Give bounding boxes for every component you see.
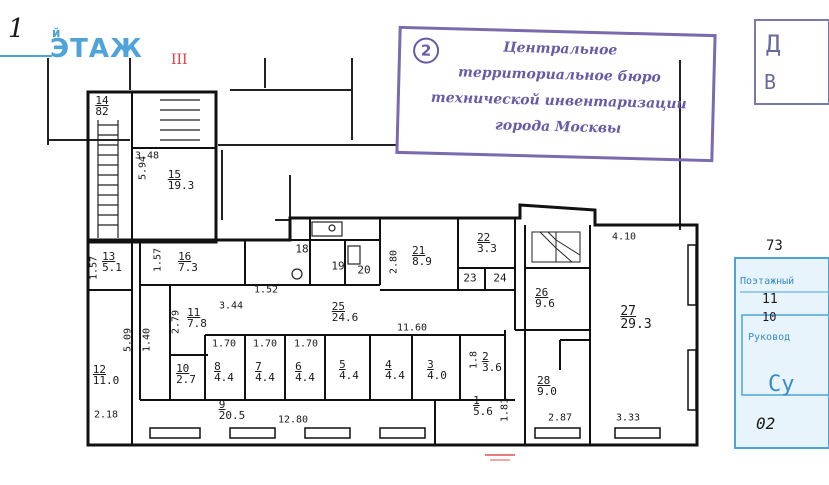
floor-number: 1 xyxy=(8,14,25,44)
stamp-line-1: Центральное xyxy=(502,39,618,59)
edge-cy: Су xyxy=(768,372,795,397)
dim-279: 2.79 xyxy=(170,309,182,335)
dim-181: 1.81 xyxy=(499,397,511,423)
dim-218: 2.18 xyxy=(93,409,119,421)
edge-letter-v: В xyxy=(764,70,777,94)
dim-344: 3.44 xyxy=(218,300,244,312)
dim-333: 3.33 xyxy=(615,412,641,424)
edge-line-02: 02 xyxy=(756,414,776,433)
edge-number-73: 73 xyxy=(766,238,783,254)
bti-stamp: 2 Центральное территориальное бюро техни… xyxy=(395,25,717,163)
dim-280: 2.80 xyxy=(388,249,400,275)
edge-line-10: 10 xyxy=(762,310,777,324)
room-19: 19 xyxy=(331,259,345,273)
dim-170-b: 1.70 xyxy=(252,338,278,350)
dim-170-c: 1.70 xyxy=(293,338,319,350)
dim-348: 3.48 xyxy=(134,150,160,162)
room-18: 18 xyxy=(295,242,309,256)
dim-594: 5.94 xyxy=(137,155,149,181)
dim-157-a: 1.57 xyxy=(88,255,100,281)
room-24: 24 xyxy=(493,271,507,285)
edge-line-11: 11 xyxy=(762,292,778,307)
dim-1160: 11.60 xyxy=(396,322,428,334)
dim-410: 4.10 xyxy=(611,231,637,243)
edge-letter-d: Д xyxy=(766,30,781,58)
dim-157-b: 1.57 xyxy=(152,247,164,273)
dim-152: 1.52 xyxy=(253,284,279,296)
dim-509: 5.09 xyxy=(122,327,134,353)
dim-287: 2.87 xyxy=(547,412,573,424)
roman-mark: III xyxy=(171,52,188,68)
blue-stamp-header: Поэтажный xyxy=(740,276,795,287)
dim-170-a: 1.70 xyxy=(211,338,237,350)
dim-1280: 12.80 xyxy=(277,414,309,426)
room-20: 20 xyxy=(357,263,371,277)
stamp-line-2: территориальное бюро xyxy=(457,64,662,86)
floor-title-superscript: й xyxy=(52,26,61,40)
edge-rukov: Руковод xyxy=(748,332,791,343)
floor-title: ЭТАЖ xyxy=(50,34,143,64)
dim-18: 1.8 xyxy=(468,350,480,370)
stamp-line-4: города Москвы xyxy=(494,117,622,137)
dim-140: 1.40 xyxy=(141,327,153,353)
room-23: 23 xyxy=(463,271,477,285)
stamp-line-3: технической инвентаризации xyxy=(430,89,687,113)
